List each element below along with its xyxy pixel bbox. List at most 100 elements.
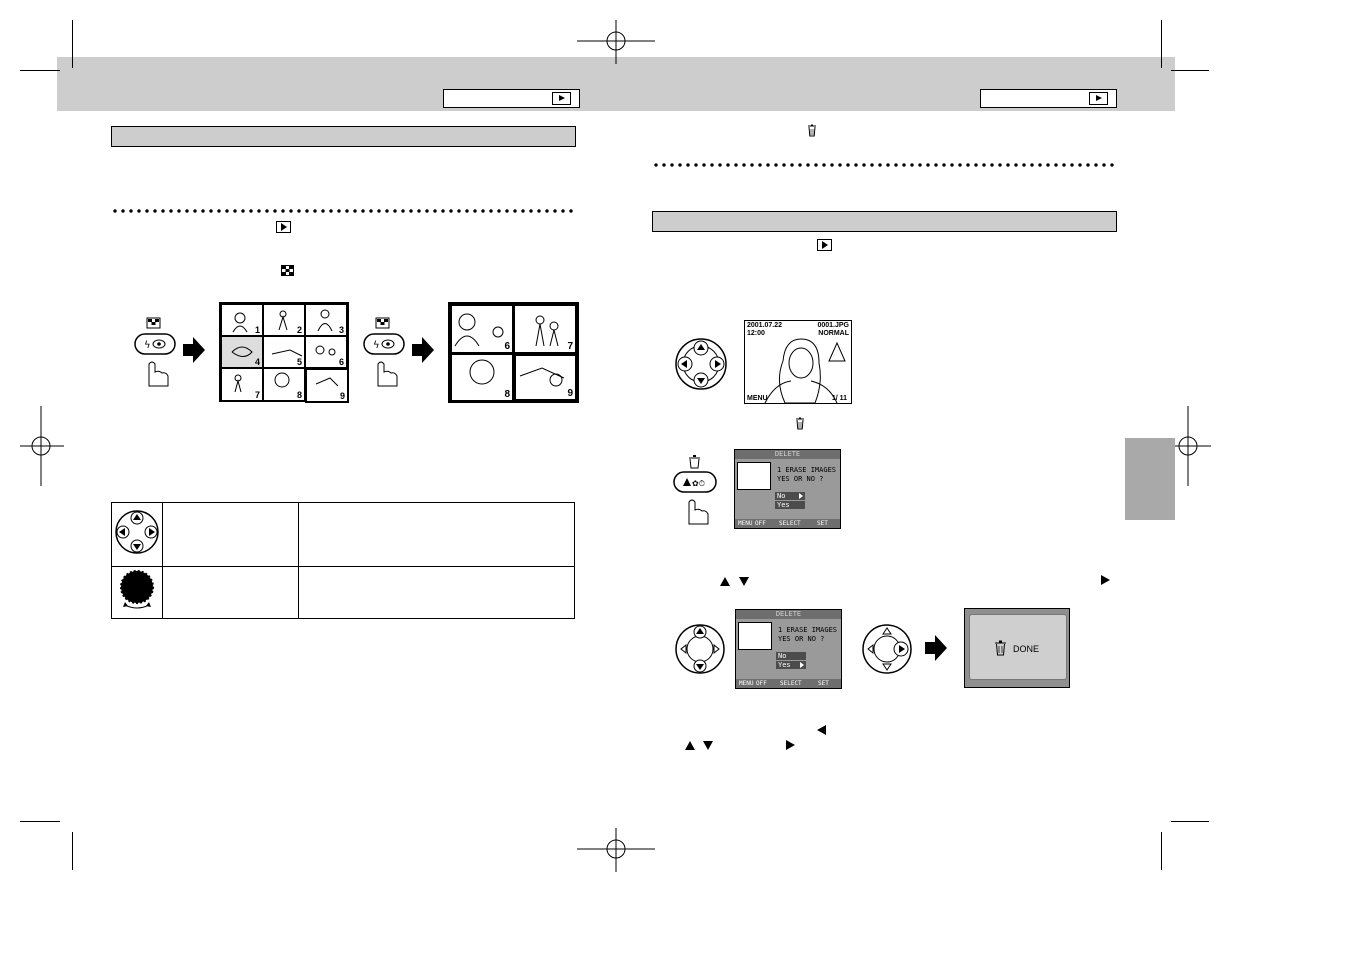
chevron-right-icon	[800, 662, 804, 668]
down-arrow-icon	[739, 577, 749, 586]
footer-select-label: SELECT	[779, 520, 801, 527]
multi-selector-icon	[115, 510, 159, 554]
portrait-image	[764, 338, 846, 403]
playback-date: 2001.07.22	[747, 322, 783, 329]
lcd-preview-thumbnail	[737, 462, 771, 490]
playback-quality: NORMAL	[818, 330, 849, 337]
footer-set-label: SET	[817, 520, 828, 527]
playback-file-number: 0001.JPG	[817, 322, 849, 329]
chevron-right-icon	[799, 493, 803, 499]
thumbnail-number: 6	[338, 357, 344, 367]
thumbnail-number: 8	[296, 390, 302, 400]
left-section-bar	[111, 126, 576, 147]
table-cell	[298, 502, 575, 567]
footer-select-label: SELECT	[780, 680, 802, 687]
table-cell	[162, 502, 299, 567]
playback-menu-label: MENU	[747, 395, 768, 402]
thumbnail: 2	[263, 304, 305, 336]
svg-text:ϟ: ϟ	[373, 340, 380, 351]
registration-mark-left	[20, 406, 64, 486]
right-arrow-icon	[786, 740, 795, 750]
right-section-bar	[652, 211, 1117, 232]
svg-text:ϟ: ϟ	[144, 340, 151, 351]
playback-icon	[552, 92, 571, 105]
option-no-label: No	[778, 652, 787, 660]
arrow-right-icon	[183, 337, 205, 363]
right-dotted-divider	[652, 163, 1118, 167]
thumbnail-number: 5	[296, 357, 302, 367]
footer-menu-label: MENU	[739, 680, 754, 687]
option-yes[interactable]: Yes	[776, 661, 806, 669]
trash-icon	[995, 640, 1006, 656]
thumbnail-sketches	[454, 313, 565, 387]
multi-selector-icon	[675, 338, 727, 390]
thumbnail: 5	[263, 336, 305, 368]
thumbnail-number: 7	[567, 341, 573, 352]
thumbnail-number: 7	[254, 390, 260, 400]
lcd-title-bar: DELETE	[735, 450, 840, 459]
option-no-label: No	[777, 492, 786, 500]
lcd-erase-count: 1 ERASE IMAGES	[778, 626, 838, 634]
right-arrow-icon	[1101, 575, 1110, 585]
delete-select-screen: DELETE 1 ERASE IMAGES YES OR NO ? No Yes…	[735, 609, 842, 689]
playback-frame-count: 1/ 11	[831, 395, 847, 402]
arrow-right-icon	[412, 337, 434, 363]
thumbnail-number: 1	[254, 325, 260, 335]
thumbnail: 8	[451, 354, 513, 401]
command-dial-icon	[120, 570, 154, 609]
multi-selector-cell	[111, 502, 163, 567]
thumbnail: 7	[514, 305, 576, 353]
thumbnail-number: 9	[339, 391, 345, 401]
lcd-title: DELETE	[774, 450, 801, 458]
option-yes-label: Yes	[777, 501, 790, 509]
left-arrow-icon	[817, 725, 826, 735]
lcd-title: DELETE	[775, 610, 802, 618]
delete-confirm-screen: DELETE 1 ERASE IMAGES YES OR NO ? No Yes…	[734, 449, 841, 529]
controls-table	[111, 502, 575, 619]
thumbnail-grid-icon	[281, 265, 294, 276]
option-yes-label: Yes	[778, 661, 791, 669]
command-dial-cell	[111, 566, 163, 619]
multi-selector-icon	[675, 624, 725, 674]
svg-text:✿⏱: ✿⏱	[692, 479, 705, 488]
lcd-footer: MENU OFF SELECT SET	[736, 679, 841, 688]
thumbnail-button-press-illustration: ϟ	[134, 317, 176, 387]
thumbnail-number: 6	[504, 341, 510, 352]
lcd-yes-or-no: YES OR NO ?	[778, 635, 825, 643]
thumbnail: 1	[221, 304, 263, 336]
right-page-tab	[980, 89, 1117, 108]
footer-off-label: OFF	[756, 680, 767, 687]
option-no[interactable]: No	[775, 492, 805, 500]
playback-icon	[276, 221, 291, 233]
lcd-preview-thumbnail	[738, 622, 772, 650]
done-label: DONE	[1013, 644, 1040, 654]
registration-mark-bottom	[577, 828, 655, 872]
thumbnail-sketches	[231, 309, 339, 393]
section-side-tab	[1125, 438, 1175, 520]
trash-icon	[796, 417, 804, 430]
left-dotted-divider	[111, 209, 577, 213]
done-screen: DONE	[964, 608, 1070, 688]
down-arrow-icon	[703, 741, 713, 750]
delete-button-press-illustration: ✿⏱	[673, 455, 717, 525]
thumbnail-number: 4	[254, 357, 260, 367]
playback-screen: 2001.07.22 12:00 0001.JPG NORMAL MENU 1/…	[744, 320, 852, 404]
multi-selector-icon	[862, 624, 912, 674]
lcd-title-bar: DELETE	[736, 610, 841, 619]
done-panel: DONE	[969, 614, 1067, 680]
playback-time: 12:00	[747, 330, 765, 337]
thumbnail-number: 3	[338, 325, 344, 335]
footer-menu-label: MENU	[738, 520, 753, 527]
playback-icon	[1089, 92, 1108, 105]
table-cell	[162, 566, 299, 619]
thumbnail: 3	[305, 304, 347, 336]
thumbnail-number: 9	[567, 388, 573, 399]
thumbnail-number: 2	[296, 325, 302, 335]
lcd-yes-or-no: YES OR NO ?	[777, 475, 824, 483]
thumbnail: 6	[305, 336, 347, 368]
footer-set-label: SET	[818, 680, 829, 687]
option-yes[interactable]: Yes	[775, 501, 805, 509]
left-page-tab	[443, 89, 580, 108]
option-no[interactable]: No	[776, 652, 806, 660]
lcd-erase-count: 1 ERASE IMAGES	[777, 466, 837, 474]
